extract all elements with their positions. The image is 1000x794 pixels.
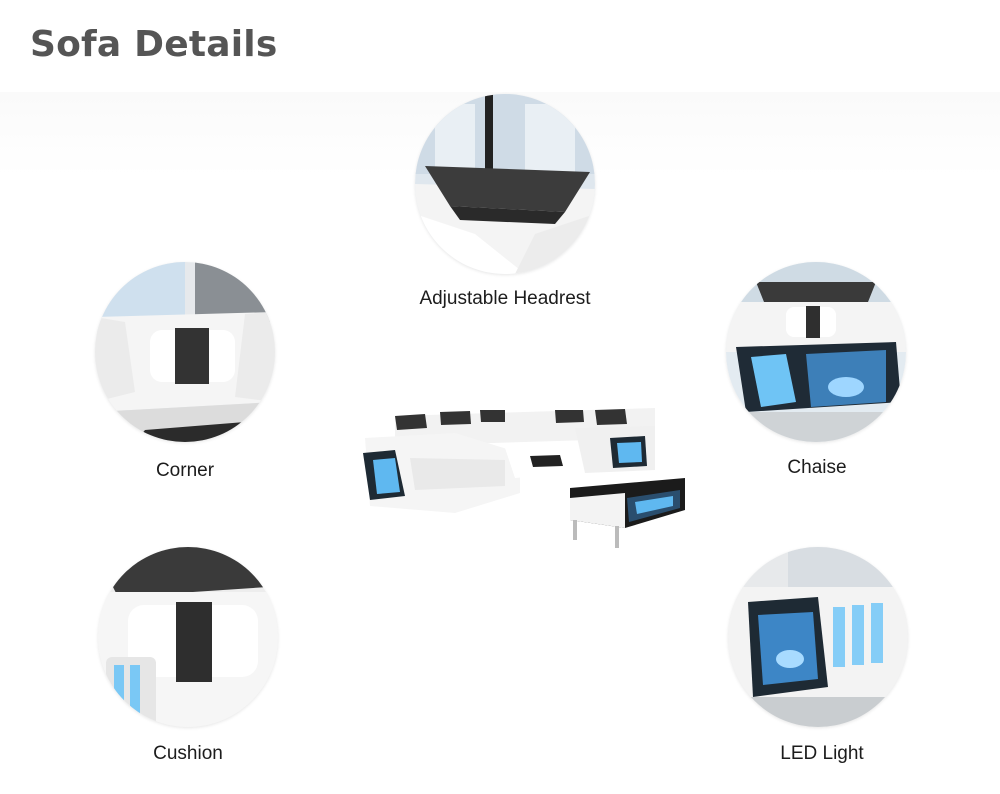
led-light-photo xyxy=(728,547,908,727)
detail-headrest: Adjustable Headrest xyxy=(380,94,630,314)
chaise-photo xyxy=(726,262,906,442)
chaise-label: Chaise xyxy=(787,457,847,478)
headrest-label: Adjustable Headrest xyxy=(419,288,591,309)
cushion-label: Cushion xyxy=(153,743,223,764)
page-title: Sofa Details xyxy=(30,24,278,65)
headrest-photo xyxy=(415,94,595,274)
detail-led: LED Light xyxy=(722,547,922,777)
detail-cushion: Cushion xyxy=(88,547,288,777)
corner-label: Corner xyxy=(155,460,215,481)
sectional-sofa-image xyxy=(355,398,700,568)
detail-corner: Corner xyxy=(85,262,285,482)
cushion-photo xyxy=(98,547,278,727)
detail-chaise: Chaise xyxy=(722,262,912,482)
led-light-label: LED Light xyxy=(780,743,864,764)
corner-photo xyxy=(95,262,275,442)
